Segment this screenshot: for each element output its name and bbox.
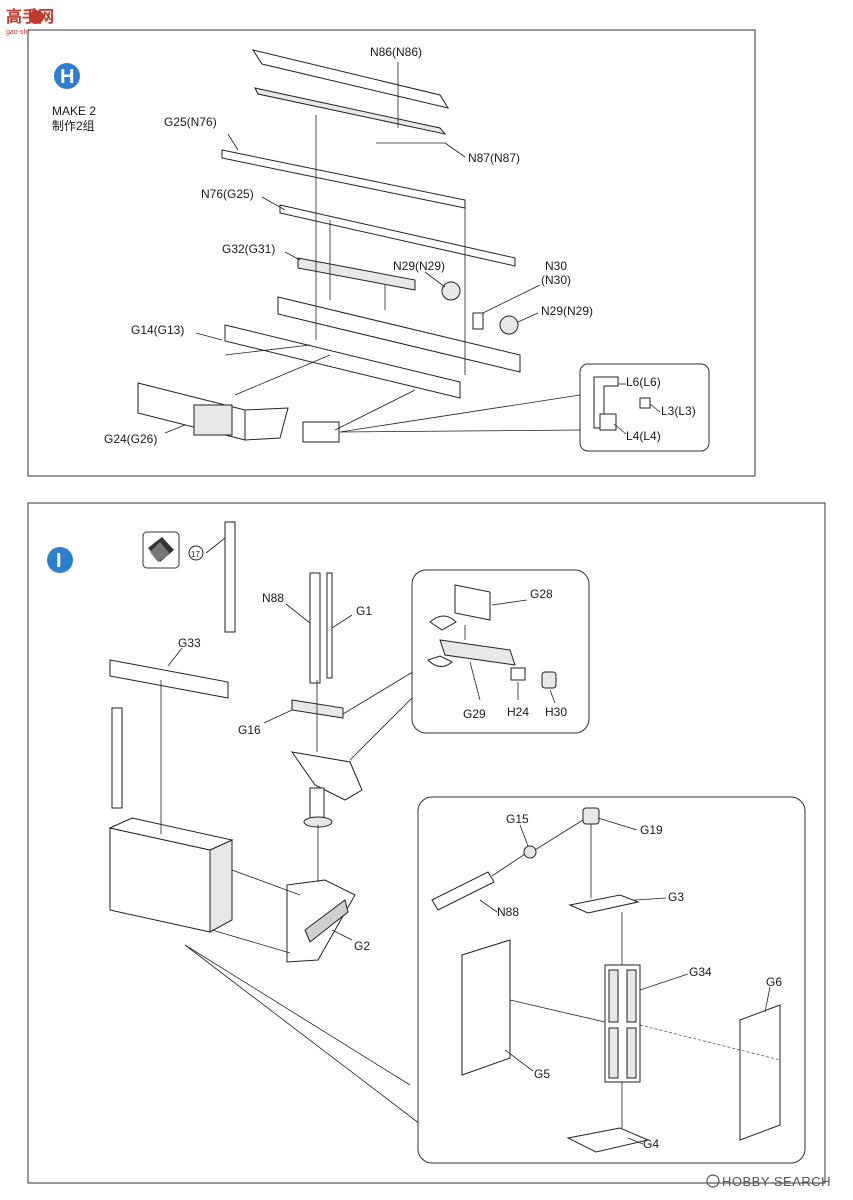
- label-g1: G1: [356, 604, 372, 618]
- label-h30: H30: [545, 705, 567, 719]
- step-i-parts: [108, 521, 421, 1125]
- label-n30-paren: (N30): [541, 273, 571, 287]
- part-turret-stem: [309, 787, 325, 819]
- label-g14: G14(G13): [131, 323, 184, 337]
- part-n30: [472, 312, 484, 330]
- part-g28: [454, 584, 491, 621]
- part-n86: [251, 49, 450, 109]
- part-g34-slot-b: [626, 969, 637, 1023]
- part-g29: [439, 639, 516, 666]
- label-g28: G28: [530, 587, 553, 601]
- part-n29-left: [441, 281, 461, 301]
- part-g33: [109, 659, 229, 699]
- label-l4: L4(L4): [626, 429, 661, 443]
- label-n29-left: N29(N29): [393, 259, 445, 273]
- part-inset-wheel: [427, 655, 453, 667]
- label-g16: G16: [238, 723, 261, 737]
- part-g16: [291, 699, 344, 719]
- step-h-note-en: MAKE 2: [52, 104, 96, 118]
- part-inset-wheel-top: [429, 615, 457, 631]
- label-g34: G34: [689, 965, 712, 979]
- label-n88-tube: N88: [497, 905, 519, 919]
- part-n88-tube: [431, 871, 495, 911]
- part-g19: [582, 807, 600, 825]
- part-g15: [523, 845, 537, 859]
- watermark-bottom-text: HOBBY SEARCH: [722, 1174, 831, 1189]
- step-h-badge: H: [54, 63, 80, 89]
- label-g33: G33: [178, 636, 201, 650]
- part-turret-head: [290, 751, 363, 801]
- watermark-bottom: HOBBY SEARCH: [706, 1174, 831, 1189]
- step-h-parts: [137, 49, 581, 443]
- part-l4: [599, 413, 617, 431]
- label-g5: G5: [534, 1067, 550, 1081]
- paint-reference: 17: [142, 531, 204, 569]
- part-g14: [224, 324, 461, 399]
- paint-ref-number: 17: [191, 550, 200, 559]
- part-g34-slot-c: [608, 1027, 619, 1079]
- label-g29: G29: [463, 707, 486, 721]
- part-g6: [739, 1004, 781, 1141]
- part-n29-right: [499, 315, 519, 335]
- part-box-top: [108, 817, 234, 851]
- part-g34-slot-a: [608, 969, 619, 1023]
- label-l3: L3(L3): [661, 404, 696, 418]
- step-h-inset: [579, 363, 710, 452]
- part-box-side: [209, 839, 233, 933]
- label-n30: N30: [545, 259, 567, 273]
- step-i-badge: I: [47, 547, 73, 573]
- label-n76: N76(G25): [201, 187, 254, 201]
- step-h-letter: H: [60, 66, 74, 88]
- part-l3: [639, 397, 651, 409]
- part-antenna: [224, 521, 236, 633]
- part-g1: [326, 572, 333, 679]
- label-n88-top: N88: [262, 591, 284, 605]
- label-g24: G24(G26): [104, 432, 157, 446]
- part-n76: [279, 204, 516, 267]
- label-h24: H24: [507, 705, 529, 719]
- part-h24: [510, 667, 526, 681]
- part-g34-slot-d: [626, 1027, 637, 1079]
- part-bracket: [302, 421, 340, 443]
- label-g4: G4: [643, 1137, 659, 1151]
- label-g6: G6: [766, 975, 782, 989]
- part-g5: [461, 939, 511, 1076]
- label-l6: L6(L6): [626, 375, 661, 389]
- part-g32: [297, 257, 416, 291]
- label-g15: G15: [506, 812, 529, 826]
- part-n88-rod: [309, 572, 321, 684]
- step-i-inset-lower: [417, 796, 806, 1164]
- step-i-inset-upper: [411, 569, 590, 734]
- part-frame-upper: [277, 296, 521, 373]
- part-g2-slope: [304, 899, 349, 943]
- label-g2: G2: [354, 939, 370, 953]
- step-i-letter: I: [56, 550, 62, 572]
- part-post: [111, 707, 123, 809]
- watermark-top-text: 高手网: [6, 7, 54, 26]
- paint-ref-circle: [188, 545, 204, 561]
- label-g3: G3: [668, 890, 684, 904]
- step-h-note-cn: 制作2组: [52, 119, 95, 133]
- label-n86: N86(N86): [370, 45, 422, 59]
- label-g32: G32(G31): [222, 242, 275, 256]
- label-n29-right: N29(N29): [541, 304, 593, 318]
- part-g3: [568, 894, 640, 914]
- part-n87: [254, 87, 447, 135]
- part-g24-fork: [244, 407, 289, 441]
- label-g25: G25(N76): [164, 115, 217, 129]
- part-g4: [566, 1127, 650, 1153]
- part-g24-plate: [193, 404, 233, 436]
- label-g19: G19: [640, 823, 663, 837]
- label-n87: N87(N87): [468, 151, 520, 165]
- part-h30: [541, 671, 557, 689]
